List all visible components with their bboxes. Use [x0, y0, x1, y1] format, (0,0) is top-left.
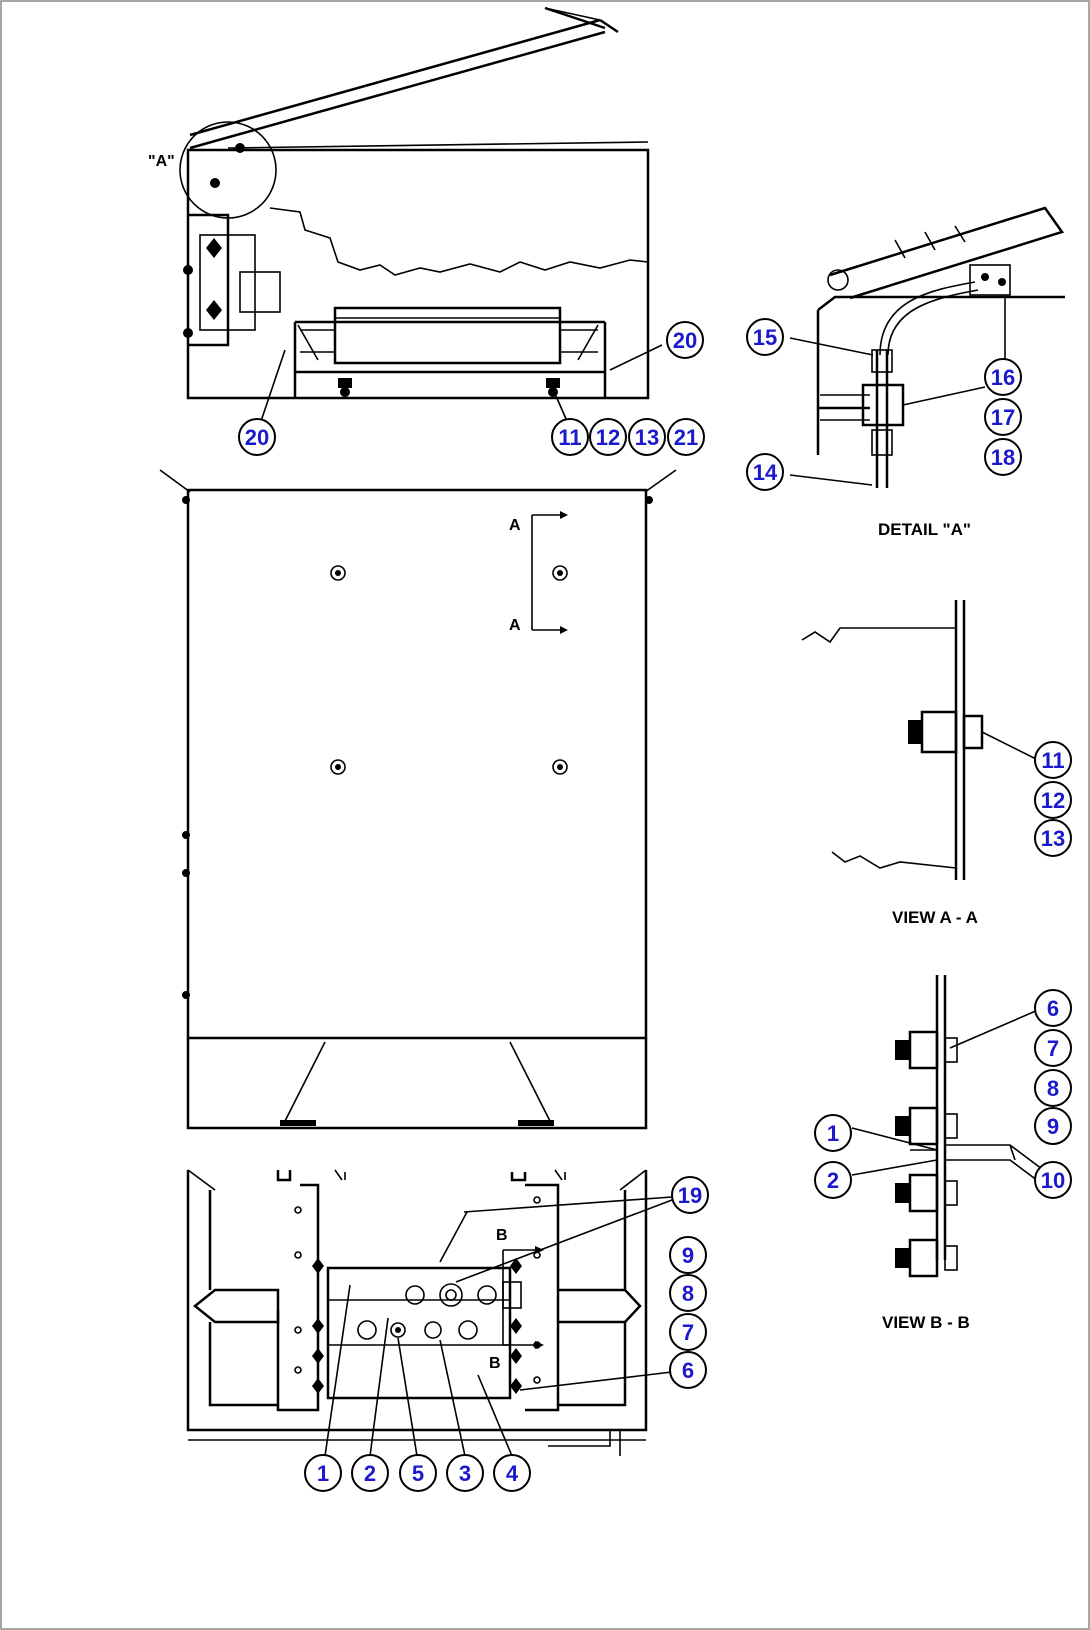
front-bolt — [552, 565, 568, 581]
section-b-bottom: B — [489, 1355, 501, 1372]
callout-14-detail: 14 — [746, 453, 784, 491]
vb-bolt — [895, 1238, 958, 1278]
callout-9-bottom: 9 — [669, 1236, 707, 1274]
detail-a-caption: DETAIL "A" — [878, 520, 971, 539]
svg-text:7: 7 — [1047, 1036, 1059, 1061]
callout-3-bottom: 3 — [446, 1454, 484, 1492]
vb-bolt — [895, 1106, 958, 1146]
svg-text:18: 18 — [991, 445, 1015, 470]
svg-text:20: 20 — [673, 328, 697, 353]
svg-text:2: 2 — [827, 1168, 839, 1193]
callout-17-detail: 17 — [984, 398, 1022, 436]
callout-1-view-b: 1 — [814, 1114, 852, 1152]
svg-text:11: 11 — [1041, 748, 1064, 773]
section-a-top: A — [509, 517, 521, 534]
section-b-top: B — [496, 1227, 508, 1244]
front-view: A A — [159, 469, 677, 1130]
callout-16-detail: 16 — [984, 358, 1022, 396]
svg-text:21: 21 — [674, 425, 698, 450]
svg-text:10: 10 — [1041, 1168, 1065, 1193]
svg-text:13: 13 — [1041, 826, 1065, 851]
svg-text:8: 8 — [682, 1281, 694, 1306]
callout-20-right: 20 — [666, 321, 704, 359]
view-a-caption: VIEW A - A — [892, 908, 978, 927]
callout-6-bottom: 6 — [669, 1351, 707, 1389]
svg-text:11: 11 — [558, 425, 581, 450]
svg-text:16: 16 — [991, 365, 1015, 390]
callout-12-top: 12 — [589, 418, 627, 456]
svg-text:8: 8 — [1047, 1076, 1059, 1101]
svg-text:6: 6 — [682, 1358, 694, 1383]
callout-6-view-b: 6 — [1034, 989, 1072, 1027]
callout-19-bottom: 19 — [671, 1176, 709, 1214]
svg-text:12: 12 — [596, 425, 620, 450]
callout-8-bottom: 8 — [669, 1274, 707, 1312]
callout-12-view-a: 12 — [1034, 781, 1072, 819]
detail-a-view: DETAIL "A" — [789, 206, 1065, 539]
svg-text:3: 3 — [459, 1461, 471, 1486]
svg-text:9: 9 — [1047, 1114, 1059, 1139]
vb-bolt — [895, 1030, 958, 1070]
callout-10-view-b: 10 — [1034, 1161, 1072, 1199]
callout-7-bottom: 7 — [669, 1313, 707, 1351]
bottom-plan-view: B B — [186, 1169, 673, 1457]
callout-2-bottom: 2 — [351, 1454, 389, 1492]
svg-text:1: 1 — [317, 1461, 329, 1486]
callout-9-view-b: 9 — [1034, 1107, 1072, 1145]
detail-a-marker: "A" — [148, 153, 175, 170]
svg-text:1: 1 — [827, 1121, 839, 1146]
callout-2-view-b: 2 — [814, 1161, 852, 1199]
callout-11-view-a: 11 — [1034, 741, 1072, 779]
svg-text:7: 7 — [682, 1320, 694, 1345]
callout-7-view-b: 7 — [1034, 1029, 1072, 1067]
callout-11-top: 11 — [551, 418, 589, 456]
svg-text:5: 5 — [412, 1461, 424, 1486]
svg-text:13: 13 — [635, 425, 659, 450]
top-side-view: "A" — [148, 6, 663, 431]
front-bolt — [330, 759, 346, 775]
callout-21-top: 21 — [667, 418, 705, 456]
svg-text:14: 14 — [753, 460, 778, 485]
front-bolt — [330, 565, 346, 581]
svg-text:17: 17 — [991, 405, 1015, 430]
callout-13-top: 13 — [628, 418, 666, 456]
svg-text:15: 15 — [753, 325, 777, 350]
svg-text:2: 2 — [364, 1461, 376, 1486]
front-bolt — [552, 759, 568, 775]
svg-text:4: 4 — [506, 1461, 519, 1486]
svg-text:9: 9 — [682, 1243, 694, 1268]
svg-text:20: 20 — [245, 425, 269, 450]
callout-1-bottom: 1 — [304, 1454, 342, 1492]
callout-8-view-b: 8 — [1034, 1069, 1072, 1107]
callout-18-detail: 18 — [984, 438, 1022, 476]
svg-text:12: 12 — [1041, 788, 1065, 813]
view-a-a: VIEW A - A — [801, 600, 1039, 927]
callout-15-detail: 15 — [746, 318, 784, 356]
svg-text:19: 19 — [678, 1183, 702, 1208]
vb-bolt — [895, 1173, 958, 1213]
callout-5-bottom: 5 — [399, 1454, 437, 1492]
callout-13-view-a: 13 — [1034, 819, 1072, 857]
section-a-bottom: A — [509, 617, 521, 634]
callout-20-left: 20 — [238, 418, 276, 456]
svg-text:6: 6 — [1047, 996, 1059, 1021]
callout-4-bottom: 4 — [493, 1454, 531, 1492]
view-b-caption: VIEW B - B — [882, 1313, 970, 1332]
view-b-b: VIEW B - B — [851, 975, 1051, 1332]
